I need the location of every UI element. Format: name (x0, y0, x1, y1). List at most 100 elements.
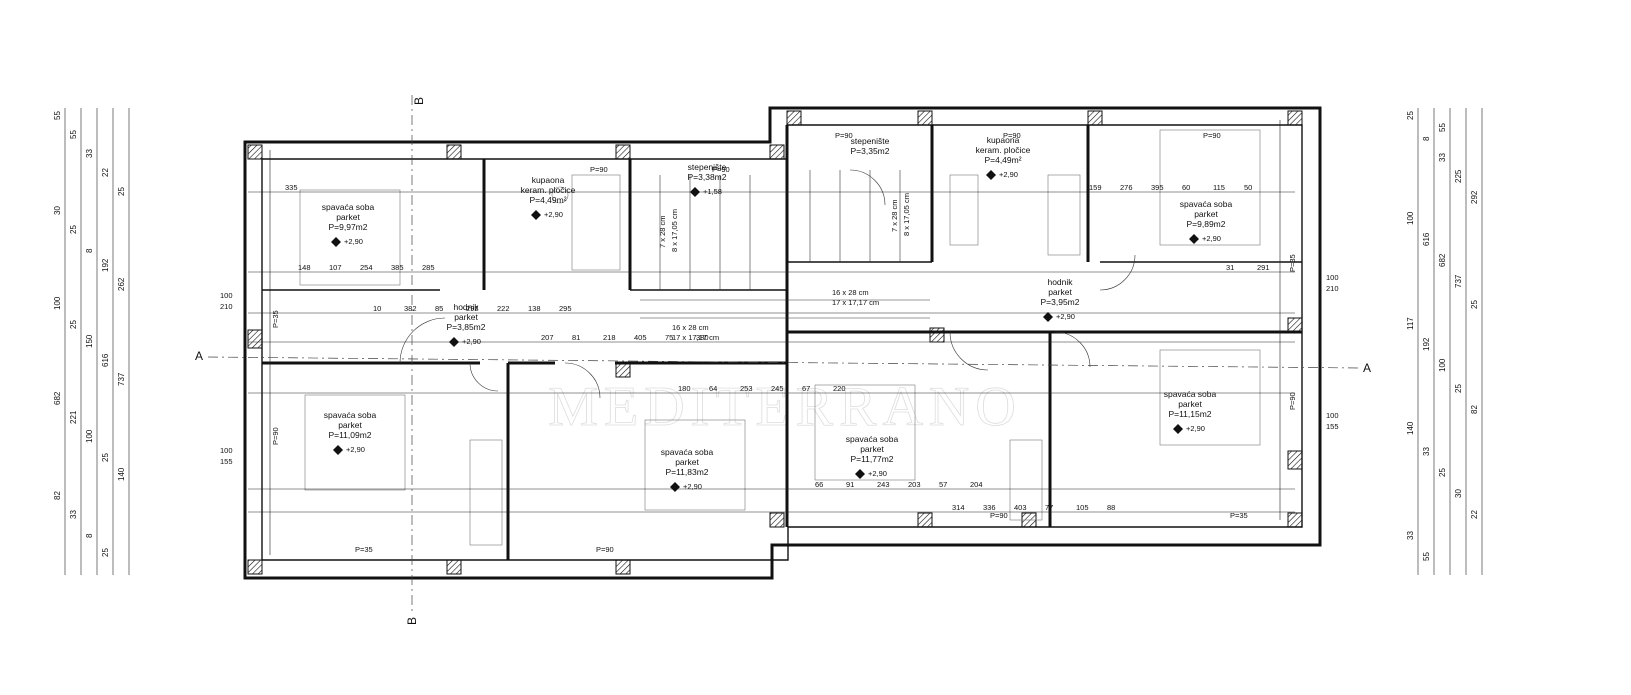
section-a-right: A (1363, 361, 1371, 375)
right-dimension-value: 22 (1470, 510, 1479, 519)
right-dimension-value: 82 (1470, 405, 1479, 414)
section-b-bottom: B (405, 617, 419, 625)
stair-rise-2: 8 x 17,05 cm (902, 193, 911, 236)
window-width: 100 (220, 446, 233, 455)
right-dimension-value: 25 (1470, 300, 1479, 309)
window-width: 100 (1326, 411, 1339, 420)
level-label: +2,90 (462, 337, 481, 346)
opening-p90: P=90 (1003, 131, 1021, 140)
interior-walls (262, 125, 1302, 560)
room-area: P=9,89m2 (1187, 219, 1226, 229)
level-label: +2,90 (544, 210, 563, 219)
right-dimension-value: 192 (1422, 337, 1431, 351)
inner-dimension-value: 253 (740, 384, 753, 393)
stair-rise-1: 8 x 17,05 cm (670, 209, 679, 252)
room-name: kupaona (532, 175, 565, 185)
opening-p35: P=35 (271, 310, 280, 328)
left-dimension-value: 192 (101, 258, 110, 272)
inner-dimension-value: 67 (802, 384, 810, 393)
inner-dimension-value: 105 (1076, 503, 1089, 512)
inner-dimension-value: 81 (572, 333, 580, 342)
grid-lines (248, 120, 1295, 555)
room-area: P=11,15m2 (1168, 409, 1211, 419)
stair-treads (640, 170, 930, 319)
room-floor: parket (860, 444, 884, 454)
inner-dimension-value: 31 (1226, 263, 1234, 272)
opening-p90: P=90 (596, 545, 614, 554)
inner-dimension-value: 159 (1089, 183, 1102, 192)
right-dimension-value: 30 (1454, 489, 1463, 498)
left-dimension-value: 262 (117, 277, 126, 291)
stair-run-2: 7 x 28 cm (890, 199, 899, 232)
right-dimension-value: 55 (1438, 123, 1447, 132)
inner-dimension-labels: 3352852953802202048850385138756757105115… (285, 183, 1270, 512)
section-lines (207, 95, 1361, 612)
opening-p90: P=90 (1288, 392, 1297, 410)
inner-dimension-value: 88 (1107, 503, 1115, 512)
inner-dimension-value: 335 (285, 183, 298, 192)
inner-dimension-value: 64 (709, 384, 717, 393)
room-area: P=11,83m2 (665, 467, 708, 477)
level-marker-icon (855, 469, 865, 479)
room-name: spavaća soba (324, 410, 377, 420)
stair-run-1: 7 x 28 cm (658, 215, 667, 248)
inner-dimension-value: 292 (466, 304, 479, 313)
right-dimension-value: 737 (1454, 274, 1463, 288)
inner-dimension-value: 148 (298, 263, 311, 272)
room-name: stepenište (688, 162, 727, 172)
window-width: 100 (1326, 273, 1339, 282)
inner-dimension-value: 60 (1182, 183, 1190, 192)
opening-p90: P=90 (712, 165, 730, 174)
left-dimension-value: 8 (85, 248, 94, 253)
left-dimension-value: 25 (101, 548, 110, 557)
right-dimension-value: 100 (1406, 211, 1415, 225)
right-dimension-value: 25 (1438, 468, 1447, 477)
right-dimension-value: 225 (1454, 169, 1463, 183)
right-dimension-value: 8 (1422, 136, 1431, 141)
room-area: P=9,97m2 (329, 222, 368, 232)
level-marker-icon (333, 445, 343, 455)
left-dimension-value: 25 (69, 320, 78, 329)
inner-dimension-value: 218 (603, 333, 616, 342)
opening-p90: P=90 (590, 165, 608, 174)
stair-rise-4: 17 x 17,17 cm (832, 298, 879, 307)
stair-labels: 7 x 28 cm 8 x 17,05 cm 7 x 28 cm 8 x 17,… (658, 193, 911, 342)
right-dimension-chains (1417, 108, 1483, 575)
opening-labels: P=90 P=90 P=90 P=90 P=90 P=90 P=90 P=35 … (220, 131, 1339, 554)
left-dimension-value: 737 (117, 372, 126, 386)
room-floor: keram. pločice (521, 185, 576, 195)
left-dimension-value: 33 (69, 510, 78, 519)
left-dimension-value: 82 (53, 491, 62, 500)
level-label: +2,90 (868, 469, 887, 478)
inner-dimension-value: 204 (970, 480, 983, 489)
inner-dimension-value: 295 (559, 304, 572, 313)
left-dimension-value: 150 (85, 334, 94, 348)
section-b-top: B (412, 97, 426, 105)
inner-dimension-value: 10 (373, 304, 381, 313)
room-area: P=11,77m2 (850, 454, 893, 464)
level-marker-icon (670, 482, 680, 492)
level-marker-icon (1189, 234, 1199, 244)
opening-p35: P=35 (1230, 511, 1248, 520)
stair-run-4: 16 x 28 cm (832, 288, 869, 297)
left-dimension-value: 221 (69, 410, 78, 424)
level-marker-icon (1043, 312, 1053, 322)
room-name: spavaća soba (661, 447, 714, 457)
inner-dimension-value: 291 (1257, 263, 1270, 272)
room-labels: spavaća sobaparketP=9,97m2+2,90kupaonake… (322, 135, 1232, 492)
inner-dimension-value: 57 (939, 480, 947, 489)
level-label: +2,90 (1056, 312, 1075, 321)
room-floor: keram. pločice (976, 145, 1031, 155)
left-dimension-value: 616 (101, 353, 110, 367)
inner-dimension-value: 77 (1045, 503, 1053, 512)
opening-p90: P=90 (990, 511, 1008, 520)
left-dimension-value: 22 (101, 168, 110, 177)
left-dimension-value: 25 (117, 187, 126, 196)
door-swings (399, 169, 1136, 399)
room-area: P=3,85m2 (447, 322, 486, 332)
inner-dimension-value: 385 (391, 263, 404, 272)
inner-dimension-value: 395 (1151, 183, 1164, 192)
inner-dimension-value: 207 (541, 333, 554, 342)
room-floor: parket (338, 420, 362, 430)
inner-dimension-value: 405 (634, 333, 647, 342)
